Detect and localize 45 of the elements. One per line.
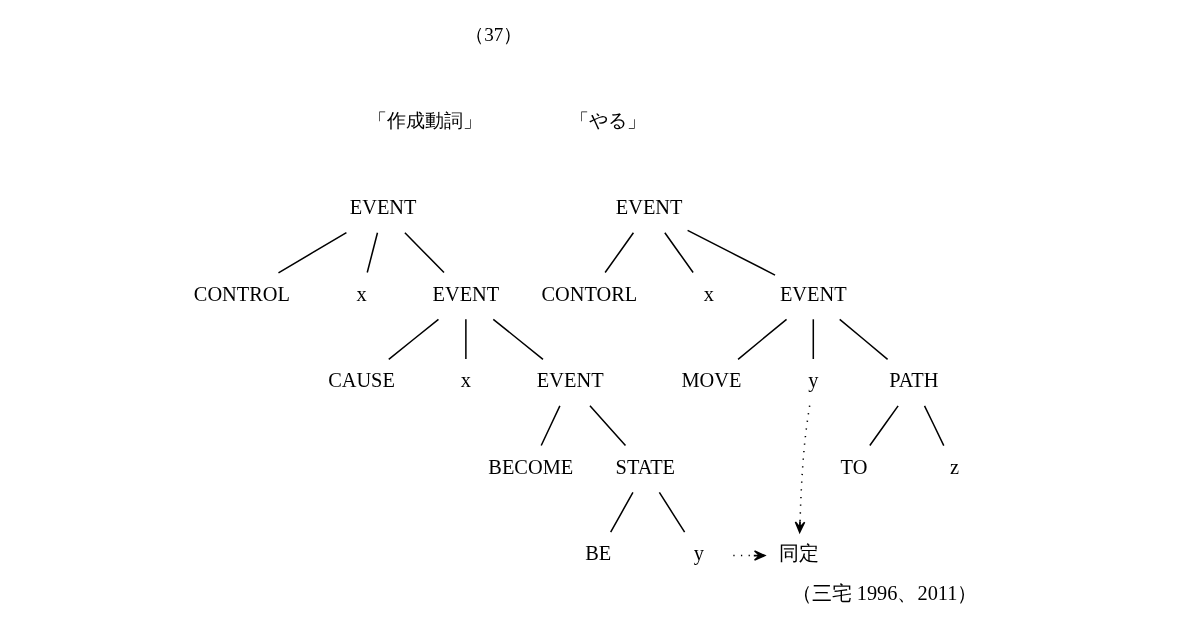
node-text: x — [355, 282, 367, 305]
node-text: STATE — [615, 455, 675, 478]
node-text: CONTORL — [540, 282, 637, 305]
connector — [539, 405, 561, 447]
connector — [663, 232, 694, 274]
arrow — [732, 550, 766, 561]
connector — [736, 318, 787, 361]
node-text: y — [693, 542, 704, 565]
node-text: x — [703, 282, 714, 305]
connector — [464, 318, 467, 360]
node-text: EVENT — [432, 282, 499, 305]
node-text: CAUSE — [327, 369, 395, 392]
connector — [277, 231, 347, 274]
node-text: BECOME — [487, 455, 573, 478]
connector — [812, 318, 814, 360]
label: （37） — [464, 23, 522, 45]
caption: （三宅 1996、2011） — [791, 581, 977, 604]
connector — [658, 491, 685, 533]
node-text: TO — [840, 455, 867, 478]
node-text: 同定 — [778, 542, 819, 565]
node-text: MOVE — [681, 369, 741, 392]
label: 「やる」 — [569, 110, 646, 132]
node-text: EVENT — [349, 196, 417, 219]
connector — [923, 405, 945, 447]
connector — [603, 232, 634, 274]
connector — [868, 405, 899, 447]
connector — [403, 232, 445, 274]
node-text: EVENT — [779, 282, 847, 305]
connector — [492, 318, 544, 361]
connector — [366, 232, 378, 274]
node-text: y — [807, 369, 818, 392]
node-text: PATH — [888, 369, 938, 392]
connector — [838, 318, 888, 361]
arrow — [794, 404, 810, 534]
connector — [686, 229, 776, 276]
node-text: EVENT — [615, 196, 682, 219]
label: 「作成動詞」 — [367, 110, 482, 132]
node-text: z — [949, 455, 959, 478]
connector — [387, 318, 439, 361]
node-text: BE — [584, 542, 611, 565]
node-text: EVENT — [536, 369, 604, 392]
connector — [588, 405, 626, 447]
node-text: x — [460, 369, 471, 392]
connector — [609, 491, 634, 533]
node-text: CONTROL — [193, 282, 290, 305]
